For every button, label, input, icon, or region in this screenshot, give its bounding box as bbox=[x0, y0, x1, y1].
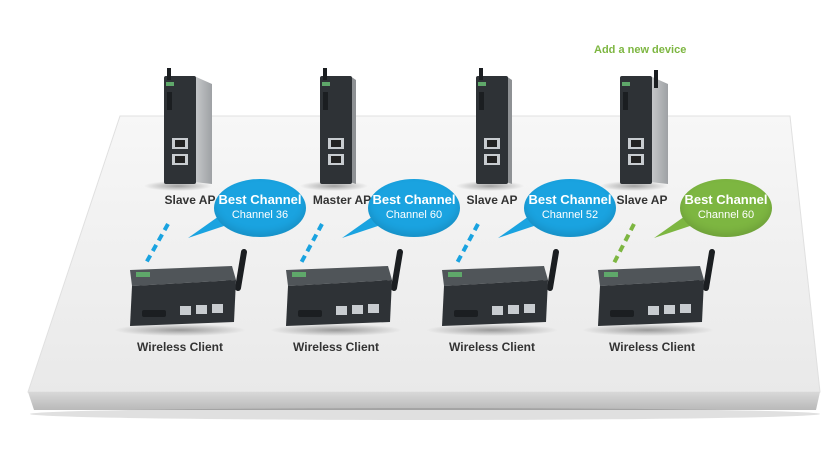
best-channel-bubble-2: Best Channel Channel 60 bbox=[368, 179, 460, 237]
wireless-client-icon bbox=[426, 249, 559, 336]
ap-label-2: Master AP bbox=[312, 193, 372, 207]
best-channel-bubble-1: Best Channel Channel 36 bbox=[214, 179, 306, 237]
antenna-icon bbox=[391, 249, 403, 291]
client-label-1: Wireless Client bbox=[137, 340, 223, 354]
client-label-4: Wireless Client bbox=[609, 340, 695, 354]
bubble-title: Best Channel bbox=[218, 192, 302, 207]
platform bbox=[27, 115, 821, 420]
antenna-icon bbox=[703, 249, 715, 291]
antenna-icon bbox=[235, 249, 247, 291]
antenna-icon bbox=[547, 249, 559, 291]
link-1 bbox=[144, 223, 170, 264]
access-point-icon bbox=[600, 70, 668, 191]
add-new-device-label: Add a new device bbox=[594, 44, 687, 56]
wireless-client-icon bbox=[270, 249, 403, 336]
access-point-icon bbox=[456, 68, 524, 191]
bubble-title: Best Channel bbox=[684, 192, 768, 207]
bubble-channel: Channel 60 bbox=[697, 209, 755, 221]
bubble-channel: Channel 52 bbox=[541, 209, 599, 221]
bubble-title: Best Channel bbox=[528, 192, 612, 207]
best-channel-bubble-4: Best Channel Channel 60 bbox=[680, 179, 772, 237]
links bbox=[144, 223, 636, 264]
bubble-channel: Channel 36 bbox=[231, 209, 289, 221]
ap-label-4: Slave AP bbox=[616, 193, 668, 207]
ap-label-1: Slave AP bbox=[164, 193, 216, 207]
bubble-title: Best Channel bbox=[372, 192, 456, 207]
link-2 bbox=[299, 223, 324, 264]
bubble-channel: Channel 60 bbox=[385, 209, 443, 221]
access-point-icon bbox=[300, 68, 368, 191]
best-channel-bubble-3: Best Channel Channel 52 bbox=[524, 179, 616, 237]
link-3 bbox=[455, 223, 480, 264]
wireless-client-icon bbox=[582, 249, 715, 336]
wireless-client-icon bbox=[114, 249, 247, 336]
client-label-2: Wireless Client bbox=[293, 340, 379, 354]
access-point-icon bbox=[144, 68, 212, 191]
client-label-3: Wireless Client bbox=[449, 340, 535, 354]
link-4 bbox=[612, 223, 636, 264]
ap-label-3: Slave AP bbox=[466, 193, 518, 207]
